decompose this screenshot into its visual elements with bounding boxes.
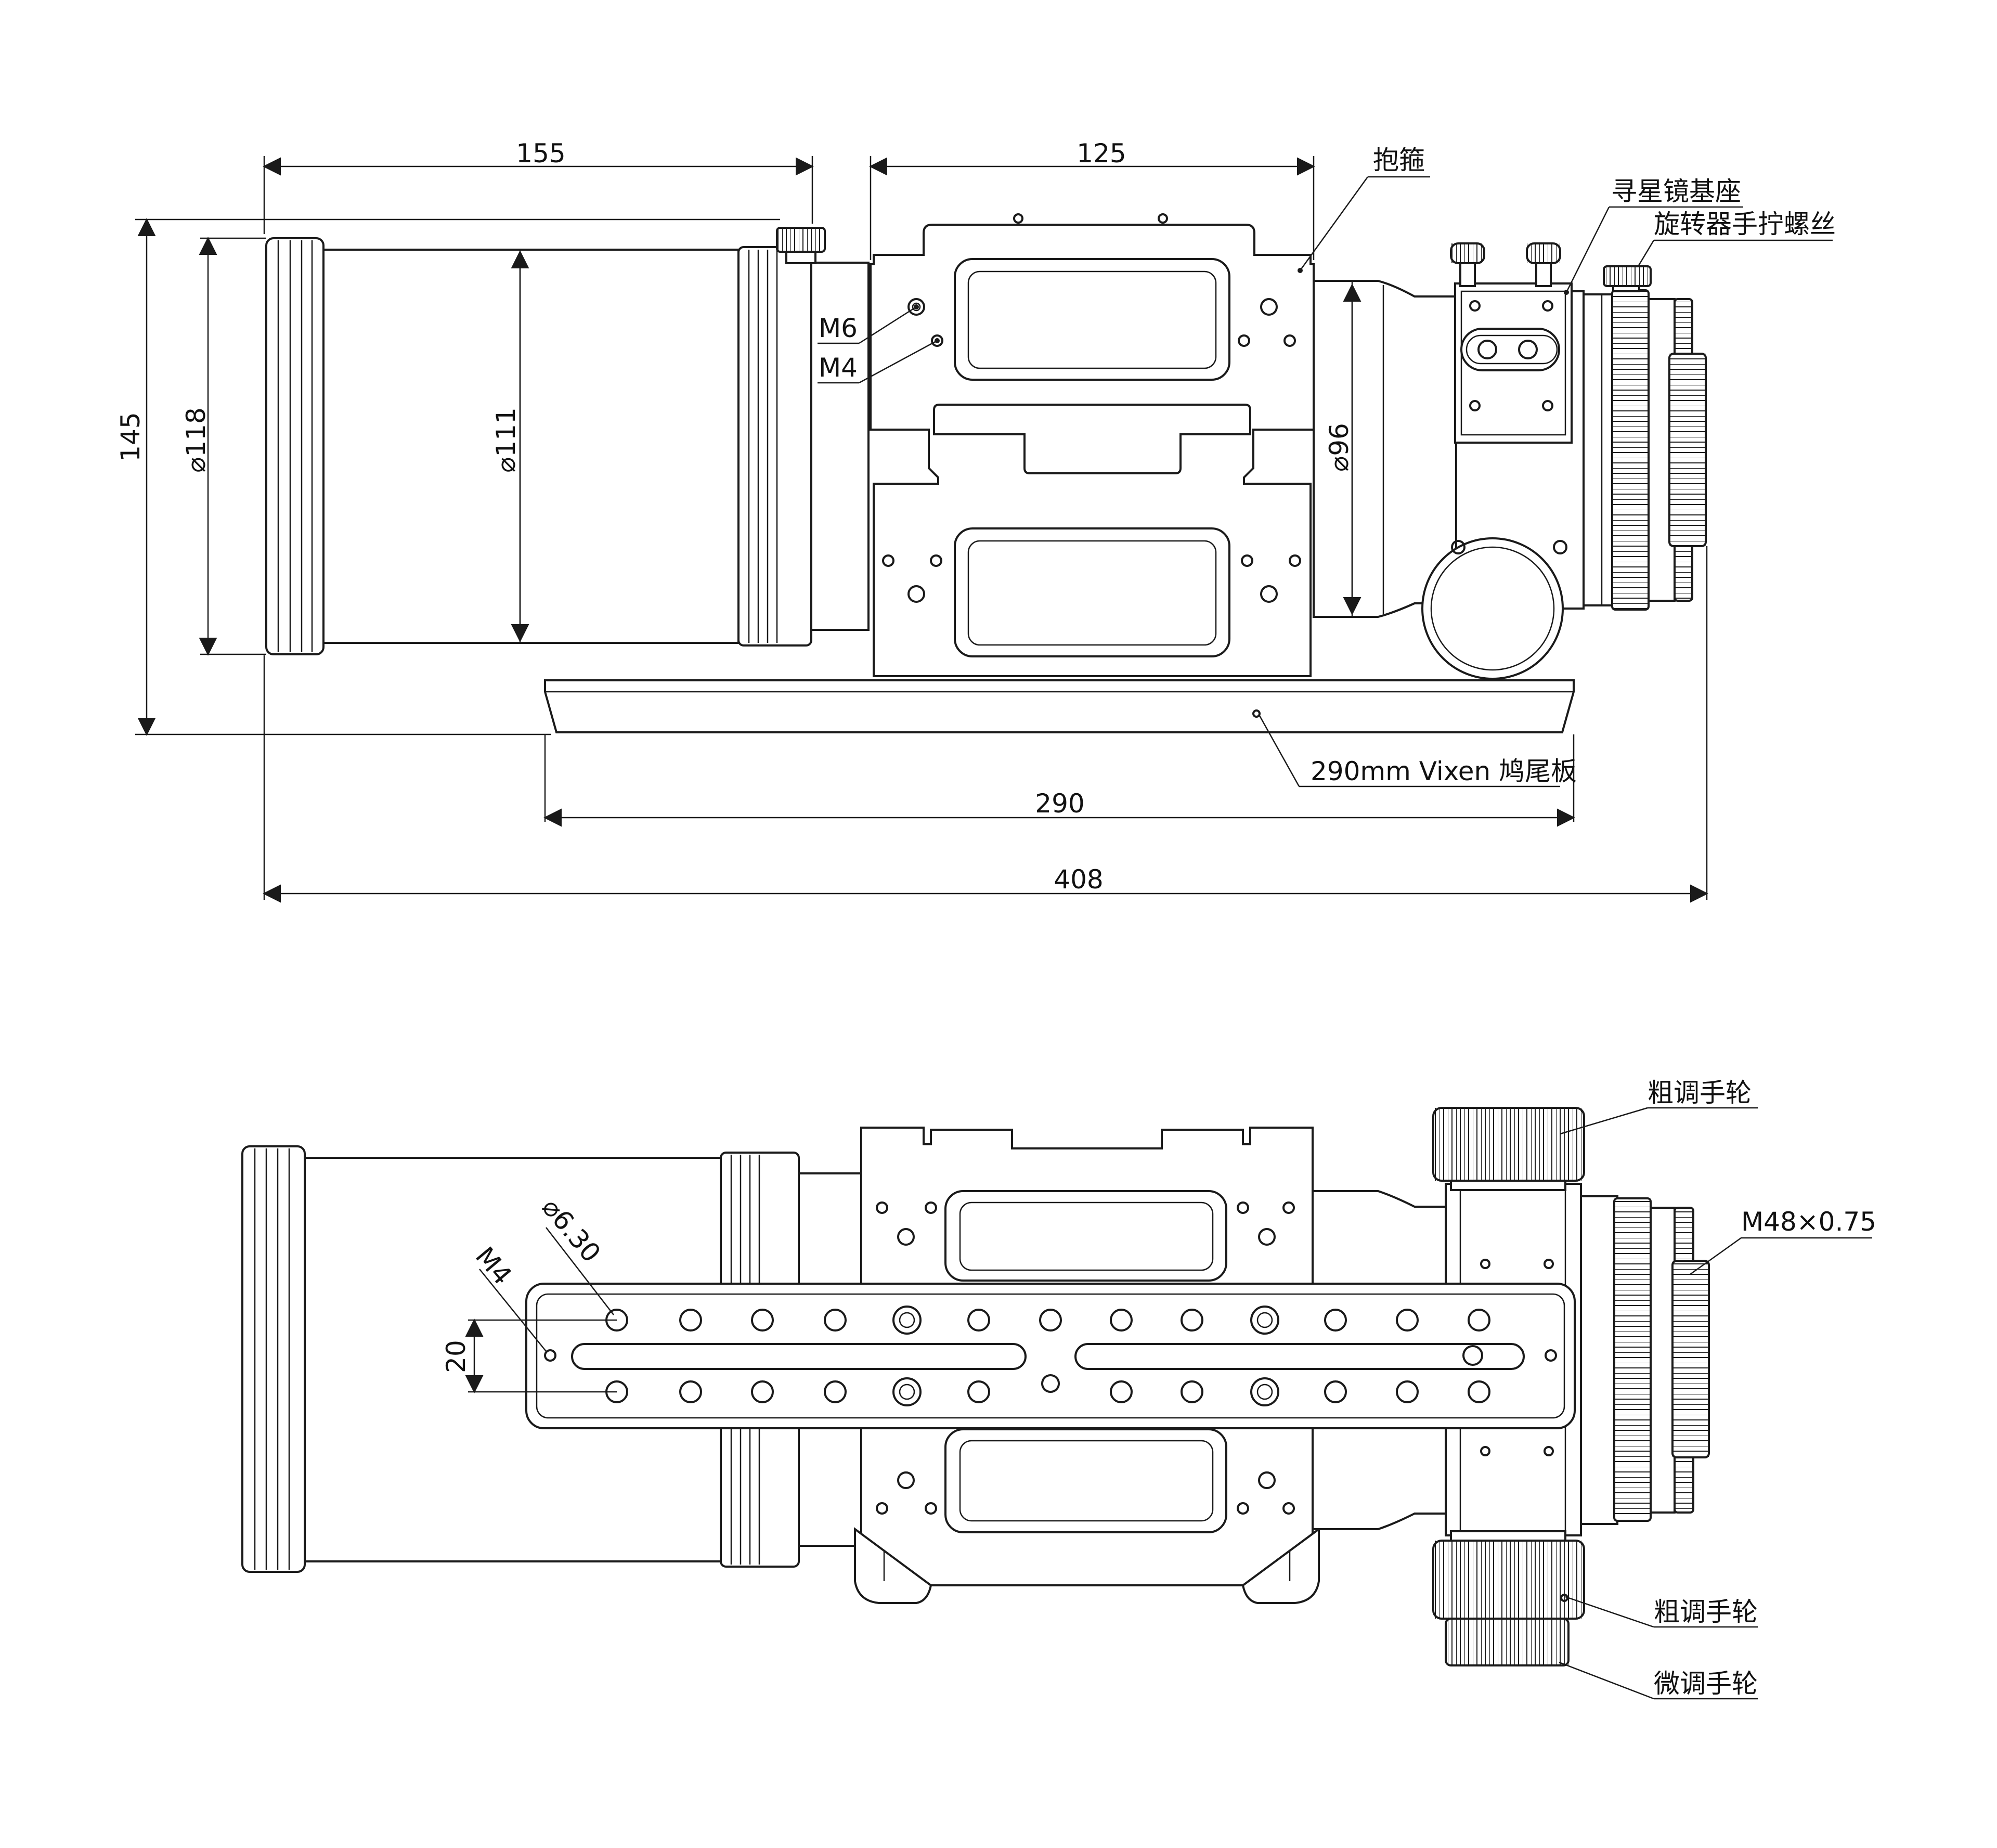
coarse-knob-bottom: [1432, 1530, 1585, 1666]
bottom-view: ⌀6.30 M4 20 粗调手轮 M48×0.75 粗调手轮 微调手轮: [241, 1078, 1876, 1700]
coarse-knob-top: [1432, 1107, 1585, 1191]
dim-dew-shield-diameter: ⌀118: [181, 407, 211, 473]
dovetail-hole-row-bottom: [605, 1374, 1490, 1406]
finder-base: [1450, 242, 1573, 444]
top-view: 155 125 145 ⌀118 ⌀111 ⌀96 290 408 抱箍 寻星镜…: [115, 138, 1836, 903]
dim-height: 145: [115, 412, 146, 461]
dim-overall-length: 408: [1054, 864, 1103, 895]
dim-hole-spacing: 20: [441, 1340, 471, 1373]
dim-tube-diameter: ⌀111: [491, 407, 521, 473]
dim-tube-length: 155: [516, 138, 565, 169]
top-leaders: [818, 176, 1833, 787]
clamp-ring: [870, 213, 1315, 677]
label-coarse-knob-bottom: 粗调手轮: [1654, 1597, 1758, 1627]
dovetail-plate-bottom: [525, 1283, 1576, 1429]
top-dimensions: [135, 156, 1708, 903]
rotator-rings: [1603, 265, 1707, 611]
label-clamp: 抱箍: [1373, 145, 1425, 175]
dovetail-hole-row-top: [605, 1306, 1490, 1335]
label-rotator-screw: 旋转器手拧螺丝: [1654, 209, 1836, 239]
label-thread: M48×0.75: [1741, 1207, 1876, 1237]
dim-clamp-length: 125: [1077, 138, 1126, 169]
label-dovetail: 290mm Vixen 鸠尾板: [1311, 756, 1577, 786]
dew-shield: [265, 237, 325, 655]
main-tube: [322, 249, 740, 644]
label-m6: M6: [819, 313, 858, 343]
tube-lock-knob: [776, 227, 826, 264]
rotator-rings-bottom: [1613, 1197, 1710, 1522]
dim-dovetail-length: 290: [1035, 789, 1084, 819]
focuser-knob: [1421, 537, 1567, 680]
label-m4: M4: [819, 353, 858, 383]
label-coarse-knob-top: 粗调手轮: [1648, 1078, 1752, 1108]
label-finder-base: 寻星镜基座: [1611, 176, 1741, 206]
tube-rear-ring: [737, 246, 870, 647]
dovetail-plate: [544, 679, 1575, 733]
dim-focuser-diameter: ⌀96: [1324, 423, 1354, 472]
label-fine-knob: 微调手轮: [1654, 1669, 1758, 1699]
bottom-dimensions: [465, 1107, 1872, 1700]
